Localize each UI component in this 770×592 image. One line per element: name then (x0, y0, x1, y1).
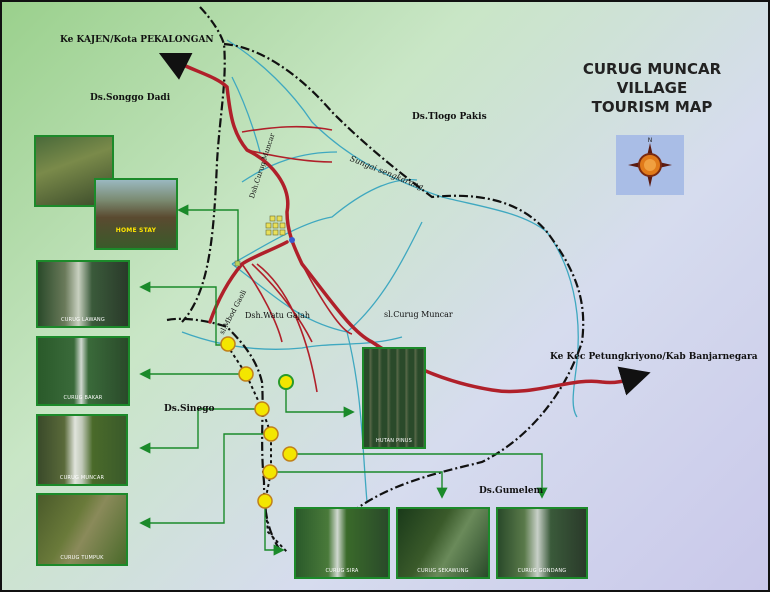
map-title: CURUG MUNCAR VILLAGE TOURISM MAP (562, 60, 742, 117)
photo-caption: CURUG SIRA (325, 568, 359, 574)
boundary-lines (166, 6, 585, 551)
compass-rose-icon: N (616, 135, 684, 195)
photo-waterfall-5: CURUG SIRA (294, 507, 390, 579)
label-gumelem: Ds.Gumelem (479, 486, 544, 496)
road-minor (241, 125, 353, 393)
title-line-1: CURUG MUNCAR (582, 60, 722, 78)
photo-caption: HUTAN PINUS (375, 438, 413, 444)
title-line-3: TOURISM MAP (591, 98, 713, 116)
photo-caption: CURUG GONDANG (517, 568, 567, 574)
label-to-banjarnegara: Ke Kec Petungkriyono/Kab Banjarnegara (550, 352, 758, 362)
photo-caption: CURUG LAWANG (61, 317, 105, 323)
label-curug-muncar-river: sl.Curug Muncar (384, 310, 453, 319)
river-lines (181, 39, 579, 503)
photo-caption: CURUG BAKAR (63, 395, 103, 401)
blue-marker-icon (289, 237, 295, 243)
photo-caption: CURUG TUMPUK (60, 555, 104, 561)
compass-north-label: N (648, 137, 653, 144)
photo-caption: CURUG MUNCAR (59, 475, 105, 481)
label-watu-gajah: Dsh.Watu Gajah (245, 311, 310, 320)
photo-waterfall-2: CURUG BAKAR (36, 336, 130, 406)
photo-waterfall-6: CURUG SEKAWUNG (396, 507, 490, 579)
photo-caption: HOME STAY (115, 227, 157, 234)
photo-waterfall-4: CURUG TUMPUK (36, 493, 128, 566)
title-line-2: VILLAGE (616, 79, 688, 97)
photo-waterfall-1: CURUG LAWANG (36, 260, 130, 328)
photo-waterfall-7: CURUG GONDANG (496, 507, 588, 579)
photo-caption: CURUG SEKAWUNG (417, 568, 469, 574)
village-houses-icon (265, 215, 286, 236)
photo-pine-forest: HUTAN PINUS (362, 347, 426, 449)
poi-markers (220, 336, 298, 509)
photo-homestay-2: HOME STAY (94, 178, 178, 250)
label-sinego: Ds.Sinego (164, 404, 215, 414)
photo-waterfall-3: CURUG MUNCAR (36, 414, 128, 486)
photo-connectors (139, 204, 548, 556)
label-tlogo-pakis: Ds.Tlogo Pakis (412, 112, 487, 122)
label-to-kajen: Ke KAJEN/Kota PEKALONGAN (60, 35, 214, 45)
label-songgo-dadi: Ds.Songgo Dadi (90, 93, 171, 103)
